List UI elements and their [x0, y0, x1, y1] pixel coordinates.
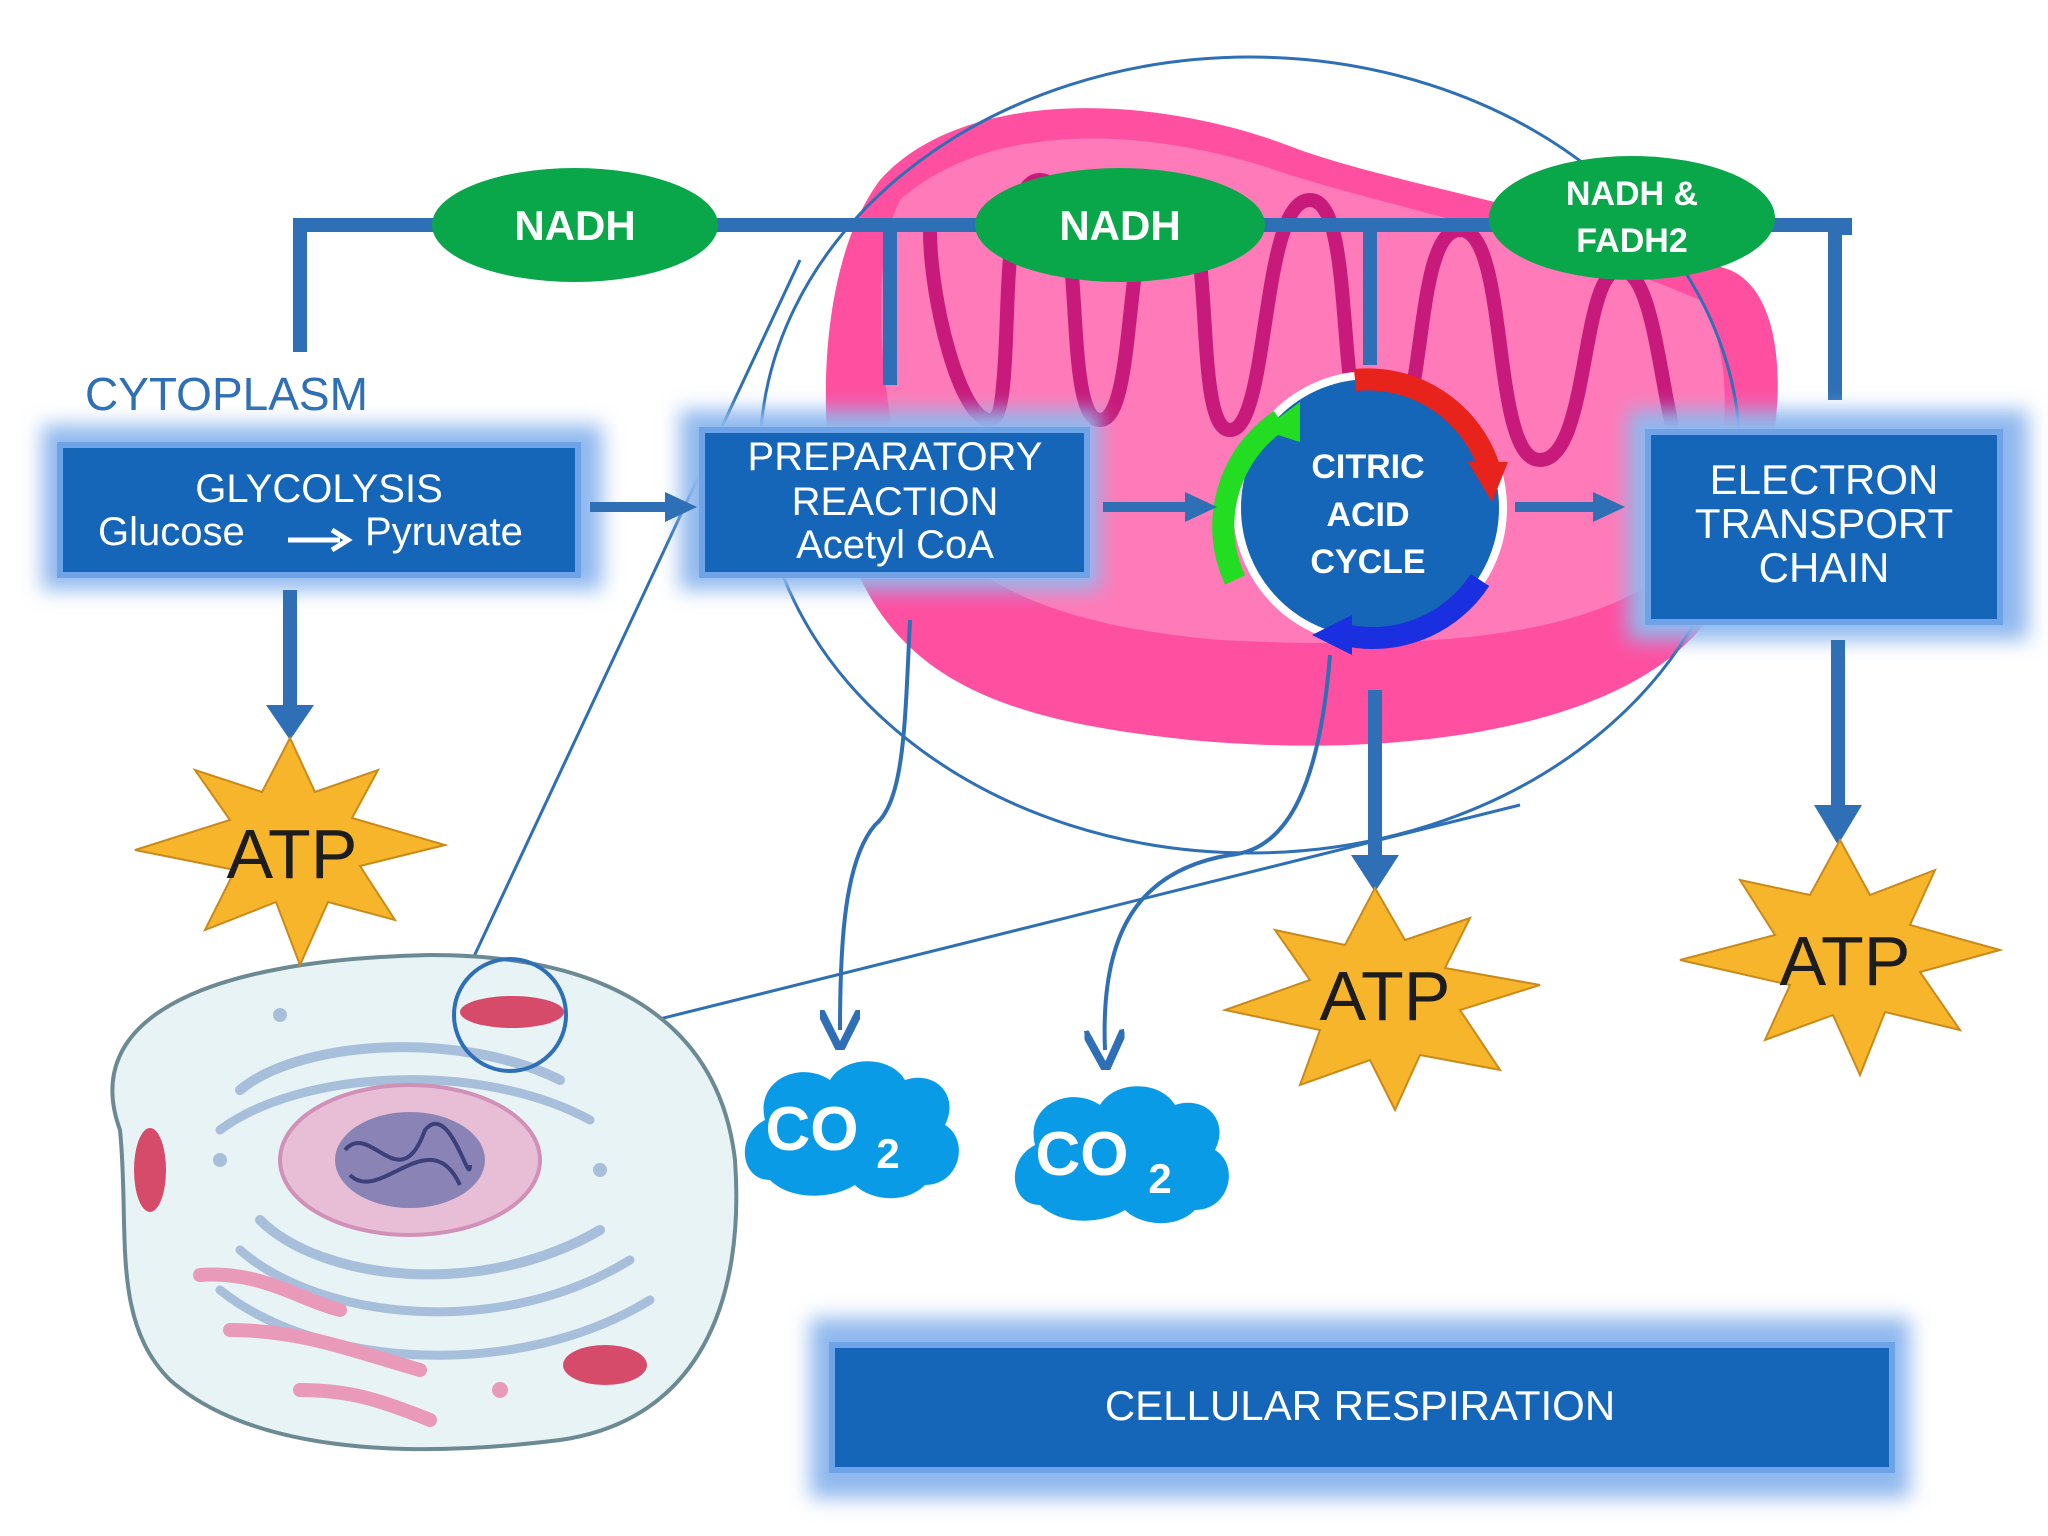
arrow-etc-atp-head	[1814, 805, 1862, 845]
glycolysis-title: GLYCOLYSIS	[195, 467, 443, 511]
cycle-arrow-green	[1212, 410, 1287, 585]
cell-mitochondrion-2	[134, 1128, 166, 1212]
cycle-arrow-red	[1353, 368, 1501, 474]
citric-line3: CYCLE	[1310, 543, 1425, 581]
nadh-label-1: NADH	[514, 202, 635, 249]
chromatin	[343, 1121, 472, 1186]
citric-line1: CITRIC	[1311, 448, 1424, 486]
etc-line2: TRANSPORT	[1695, 500, 1953, 547]
citric-line2: ACID	[1326, 496, 1409, 534]
arrow-citric-to-etc-head	[1593, 492, 1625, 522]
etc-box	[1645, 429, 2003, 625]
footer-title: CELLULAR RESPIRATION	[1105, 1382, 1615, 1429]
arrow-glycolysis-atp-head	[266, 705, 314, 740]
co2-cloud-shape-2	[1014, 1086, 1229, 1224]
glycolysis-box	[57, 442, 581, 578]
co2-cloud-shape-1	[744, 1061, 959, 1199]
zoom-line-right	[554, 803, 1521, 1047]
golgi-3	[255, 1215, 605, 1280]
preparatory-box	[699, 427, 1090, 578]
cycle-arrow-blue-head	[1312, 615, 1352, 655]
atp-starburst-3: ATP	[1679, 837, 2004, 1078]
arrow-citric-co2	[1105, 654, 1332, 1050]
zoom-circle	[452, 957, 568, 1073]
etc-line1: ELECTRON	[1710, 456, 1939, 503]
rough-er	[193, 1267, 437, 1427]
arrow-citric-atp-head	[1351, 855, 1399, 892]
atp-star-shape-1	[134, 735, 449, 968]
vesicle	[492, 1382, 508, 1398]
nadh-fadh2-label-line1: NADH &	[1566, 175, 1698, 213]
cytoplasm-label: CYTOPLASM	[85, 368, 368, 420]
vesicle	[213, 1153, 227, 1167]
co2-cloud-1: CO 2	[744, 1061, 959, 1199]
cell-mitochondrion-3	[563, 1345, 647, 1385]
cycle-arrow-red-head	[1468, 462, 1508, 502]
nadh-ellipse-2	[975, 168, 1265, 282]
cell-mitochondrion-1	[460, 996, 564, 1028]
preparatory-line2: REACTION	[792, 480, 999, 524]
etc-line3: CHAIN	[1759, 544, 1890, 591]
preparatory-line3: Acetyl CoA	[796, 523, 994, 567]
preparatory-line1: PREPARATORY	[748, 435, 1043, 479]
atp-arrows	[266, 590, 1862, 892]
golgi	[235, 1042, 565, 1095]
atp-star-shape-3	[1679, 837, 2004, 1078]
vesicle	[593, 1163, 607, 1177]
nucleolus	[335, 1112, 485, 1208]
atp-starburst-1: ATP	[134, 735, 449, 968]
arrow-glycolysis-to-prep-head	[665, 492, 697, 522]
cycle-arrow-green-head	[1262, 402, 1300, 442]
cell-illustration	[110, 952, 739, 1452]
nadh-label-2: NADH	[1059, 202, 1180, 249]
flow-arrows	[590, 492, 1625, 522]
footer-box	[829, 1342, 1895, 1473]
arrow-prep-to-citric-head	[1185, 492, 1217, 522]
co2-label-2: CO	[1036, 1120, 1129, 1189]
nadh-ellipse-1	[432, 168, 718, 282]
co2-label-1: CO	[766, 1095, 859, 1164]
atp-label-1: ATP	[227, 815, 358, 893]
golgi-2	[215, 1075, 595, 1135]
co2-sub-2: 2	[1148, 1155, 1171, 1202]
glucose-to-pyruvate-arrowhead	[330, 527, 353, 553]
glycolysis-to: Pyruvate	[365, 510, 523, 554]
golgi-4	[235, 1245, 635, 1317]
co2-sub-1: 2	[876, 1130, 899, 1177]
nadh-fadh2-ellipse	[1489, 156, 1775, 280]
zoom-line-left	[468, 259, 802, 966]
glycolysis-from: Glucose	[98, 510, 245, 554]
atp-label-3: ATP	[1780, 922, 1911, 1000]
vesicle	[273, 1008, 287, 1022]
atp-star-shape-2	[1221, 885, 1541, 1113]
cycle-arrow-blue	[1342, 573, 1490, 650]
atp-starburst-2: ATP	[1221, 885, 1541, 1113]
arrow-prep-co2	[840, 619, 912, 1030]
co2-cloud-2: CO 2	[1014, 1086, 1229, 1224]
golgi-5	[215, 1285, 655, 1360]
atp-label-2: ATP	[1320, 957, 1451, 1035]
nadh-fadh2-label-line2: FADH2	[1576, 222, 1687, 260]
